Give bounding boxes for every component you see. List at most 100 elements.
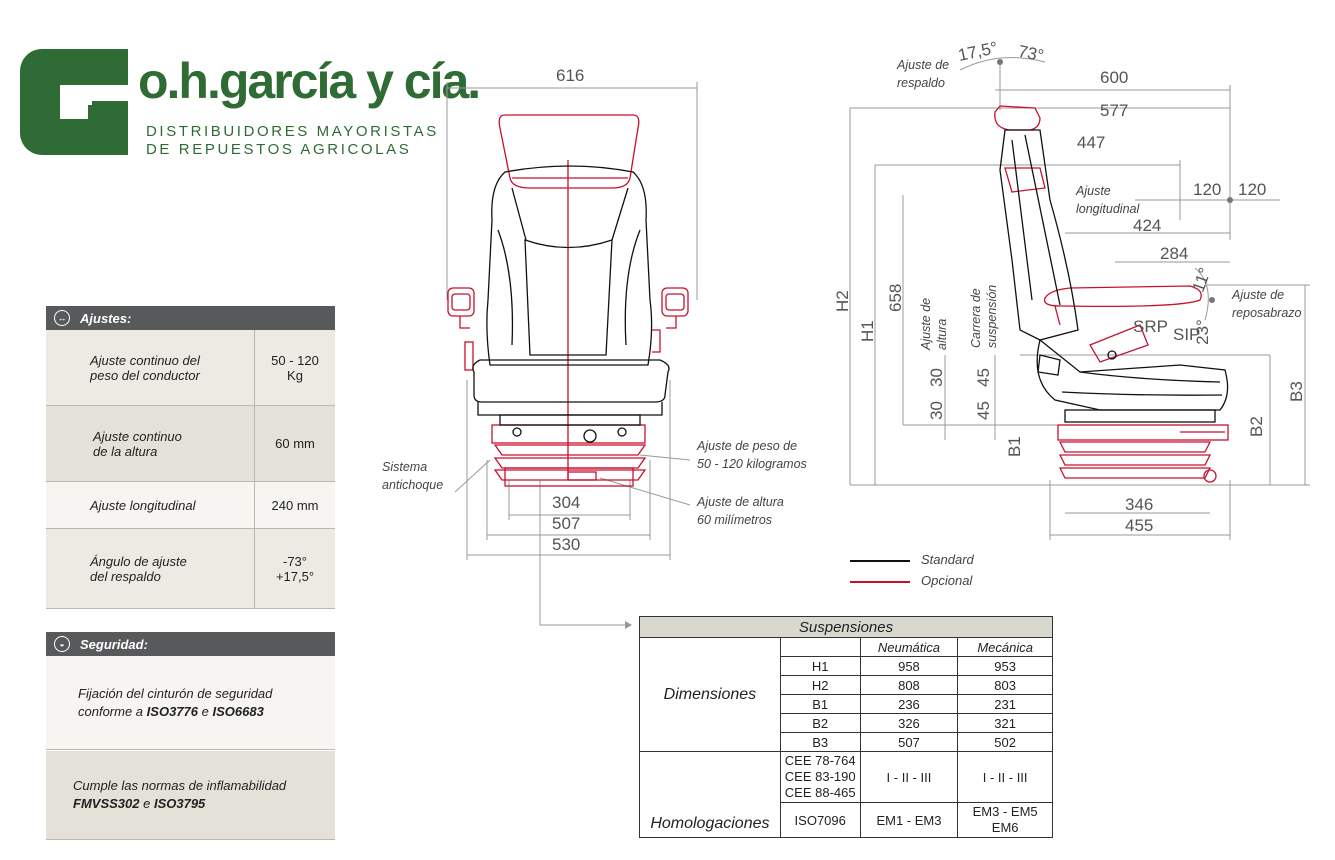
ajuste-label: Ajuste longitudinal <box>90 497 196 513</box>
dim-value: 326 <box>859 713 959 733</box>
note-longitudinal: Ajuste longitudinal <box>1076 182 1139 218</box>
dim-value: 803 <box>957 675 1053 695</box>
note-line: antichoque <box>382 478 444 492</box>
ajuste-label: Ángulo de ajuste <box>90 553 187 569</box>
cee-code: CEE 78-764 <box>784 753 856 768</box>
label-sip: SIP <box>1173 325 1201 344</box>
seguridad-row-cinturon: Fijación del cinturón de seguridad confo… <box>46 656 335 750</box>
half-circle-icon: ◒ <box>54 636 70 652</box>
dim-front-616: 616 <box>556 66 585 85</box>
note-peso: Ajuste de peso de 50 - 120 kilogramos <box>697 437 807 473</box>
conjunction: e <box>201 703 209 719</box>
ajustes-title: Ajustes: <box>80 310 132 326</box>
seguridad-text: Cumple las normas de inflamabilidad <box>73 778 287 793</box>
dim-front-304: 304 <box>552 493 581 512</box>
label-b2: B2 <box>1247 416 1266 437</box>
dim-side-658: 658 <box>886 283 905 312</box>
note-line: Ajuste de <box>919 297 933 350</box>
dim-side-447: 447 <box>1077 133 1106 152</box>
seguridad-text: Fijación del cinturón de seguridad <box>78 685 273 701</box>
homologaciones-label: Homologaciones <box>639 751 781 838</box>
seat-side-view-drawing <box>849 57 1310 540</box>
dim-side-577: 577 <box>1100 101 1129 120</box>
label-b3: B3 <box>1287 381 1306 402</box>
dim-side-424: 424 <box>1133 216 1162 235</box>
note-line: Ajuste de altura <box>697 495 784 509</box>
ajuste-label: peso del conductor <box>90 367 200 383</box>
note-line: Ajuste de <box>1232 288 1285 302</box>
seguridad-title: Seguridad: <box>80 636 148 652</box>
dim-key: H2 <box>779 675 861 695</box>
company-logo-mark <box>20 49 128 155</box>
note-line: longitudinal <box>1076 202 1140 216</box>
note-line: Ajuste <box>1076 184 1111 198</box>
homologacion-value: I - II - III <box>957 751 1053 803</box>
dim-value: 507 <box>859 732 959 752</box>
dim-key: B1 <box>779 694 861 714</box>
company-name: o.h.garcía y cía. <box>138 53 481 109</box>
note-line: Carrera de <box>969 288 983 348</box>
note-line: Ajuste de peso de <box>697 439 798 453</box>
note-line: altura <box>935 318 949 350</box>
dim-side-284: 284 <box>1160 244 1189 263</box>
dim-side-30b: 30 <box>927 401 946 420</box>
note-line: respaldo <box>897 76 945 90</box>
note-line: 50 - 120 kilogramos <box>697 457 807 471</box>
suspensiones-title: Suspensiones <box>639 616 1053 638</box>
dim-value: 231 <box>957 694 1053 714</box>
dim-side-30a: 30 <box>927 368 946 387</box>
dim-key: B3 <box>779 732 861 752</box>
standard-code: ISO6683 <box>212 703 264 719</box>
col-neumatica: Neumática <box>859 637 959 657</box>
dim-side-455: 455 <box>1125 516 1154 535</box>
dim-side-45b: 45 <box>974 401 993 420</box>
dim-value: 958 <box>859 656 959 676</box>
ajuste-value: Kg <box>287 367 303 383</box>
ajuste-value: 240 mm <box>271 497 319 513</box>
ajuste-label: Ajuste continuo <box>93 428 182 444</box>
ajuste-label: de la altura <box>93 443 158 459</box>
seguridad-header: ◒ Seguridad: <box>46 632 335 656</box>
note-line: reposabrazo <box>1232 306 1302 320</box>
dim-side-600: 600 <box>1100 68 1129 87</box>
label-h2: H2 <box>833 290 852 312</box>
standard-code: ISO3795 <box>153 796 206 811</box>
label-srp: SRP <box>1133 317 1168 336</box>
cee-code: CEE 88-465 <box>784 785 856 800</box>
homologacion-value: EM1 - EM3 <box>859 802 959 838</box>
dim-front-530: 530 <box>552 535 581 554</box>
legend-standard-line <box>850 560 910 562</box>
ajustes-header: ↔ Ajustes: <box>46 306 335 330</box>
seguridad-text: conforme a <box>78 703 144 719</box>
header-empty <box>779 637 861 657</box>
dim-key: B2 <box>779 713 861 733</box>
label-h1: H1 <box>858 320 877 342</box>
standard-code: FMVSS302 <box>73 796 140 811</box>
dim-key: H1 <box>779 656 861 676</box>
note-line: 60 milímetros <box>697 513 773 527</box>
dimensiones-label: Dimensiones <box>639 637 781 752</box>
iso-code: ISO7096 <box>779 802 861 838</box>
company-tagline-2: DE REPUESTOS AGRICOLAS <box>146 141 412 158</box>
dim-value: 953 <box>957 656 1053 676</box>
dim-value: 502 <box>957 732 1053 752</box>
suspensiones-table: Suspensiones Dimensiones Neumática Mecán… <box>639 616 1053 838</box>
legend-opcional-line <box>850 581 910 583</box>
homologacion-line: EM6 <box>991 820 1019 835</box>
ajuste-value: -73° <box>283 553 307 569</box>
dim-side-120a: 120 <box>1193 180 1222 199</box>
legend-standard-label: Standard <box>921 552 974 567</box>
ajuste-row-longitudinal: Ajuste longitudinal 240 mm <box>46 482 335 529</box>
note-line: Sistema <box>382 460 428 474</box>
